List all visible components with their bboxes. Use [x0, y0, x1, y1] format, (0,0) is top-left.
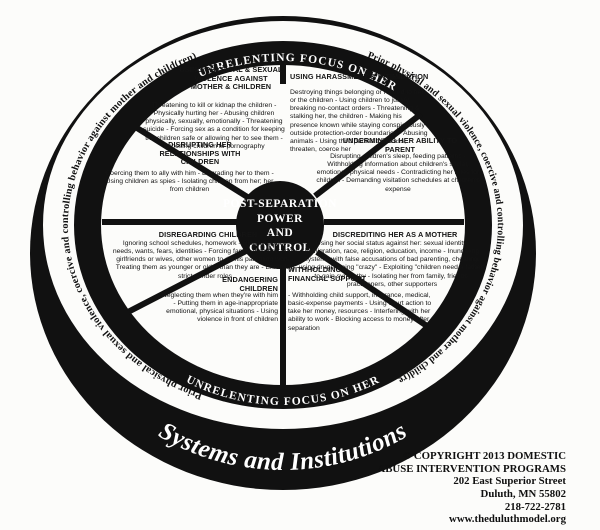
segment-body: Disrupting children's sleep, feeding pat…: [316, 153, 480, 193]
spoke-upper-right: [313, 111, 423, 199]
center-line-1: POST-SEPARATION: [222, 198, 337, 210]
segment-body: Destroying things belonging or related t…: [290, 89, 428, 154]
segment-body: Coercing them to ally with him - Degradi…: [105, 170, 274, 194]
segment-title: USING HARASSMENT & INTIMIDATION: [290, 72, 429, 81]
wheel-spokes: [102, 61, 464, 388]
center-hub-label: POST-SEPARATION POWER AND CONTROL: [208, 197, 352, 256]
segment-title: WITHHOLDING FINANCIAL SUPPORT: [288, 265, 367, 283]
copyright-line-6: www.theduluthmodel.org: [449, 513, 566, 526]
segment-body: - Withholding child support, insurance, …: [288, 292, 432, 332]
segment-body: Ignoring school schedules, homework - Ri…: [112, 240, 298, 280]
copyright-line-3: 202 East Superior Street: [453, 475, 566, 488]
center-hub: [236, 181, 324, 269]
segment-title: DISREGARDING CHILDREN: [158, 230, 258, 239]
segment-body: Threatening to kill or kidnap the childr…: [143, 102, 285, 150]
segment-title: USING PHYSICAL & SEXUAL VIOLENCE AGAINST…: [179, 65, 283, 92]
copyright-line-1: © COPYRIGHT 2013 DOMESTIC: [403, 450, 566, 462]
center-line-4: CONTROL: [249, 242, 311, 255]
segment-title: DISCREDITING HER AS A MOTHER: [332, 230, 458, 239]
segment-body: Neglecting them when they're with him - …: [161, 292, 278, 324]
segment-title: UNDERMINING HER ABILITY TO PARENT: [342, 136, 458, 154]
spoke-lower-right: [315, 249, 429, 329]
segment-title: ENDANGERING CHILDREN: [222, 275, 278, 293]
segment-body: Using her social status against her: sex…: [298, 240, 486, 288]
spoke-upper-left: [135, 125, 251, 201]
spoke-lower-left: [126, 247, 250, 315]
copyright-line-5: 218-722-2781: [504, 500, 566, 513]
center-line-3: AND: [266, 227, 294, 240]
center-line-2: POWER: [257, 212, 303, 225]
copyright-line-4: Duluth, MN 55802: [480, 487, 566, 500]
copyright-block: © COPYRIGHT 2013 DOMESTIC ABUSE INTERVEN…: [377, 450, 566, 526]
segment-title: DISRUPTING HER RELATIONSHIPS WITH CHILDR…: [159, 140, 241, 167]
copyright-line-2: ABUSE INTERVENTION PROGRAMS: [377, 462, 566, 475]
